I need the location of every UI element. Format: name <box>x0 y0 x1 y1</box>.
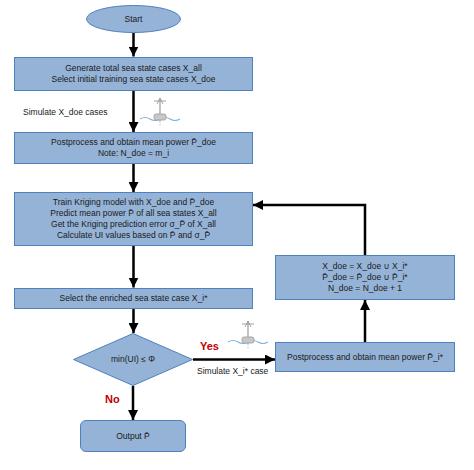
wave-energy-device-icon <box>228 321 268 349</box>
node-text: X_doe = X_doe ∪ X_i* <box>322 261 407 272</box>
process-box: Train Kriging model with X_doe and P̄_do… <box>14 192 253 246</box>
flow-arrow <box>193 358 275 361</box>
flow-arrow <box>132 309 135 334</box>
flow-arrow <box>132 386 135 420</box>
text-group: Select the enriched sea state case X_i* <box>60 293 208 304</box>
node-text: min(UI) ≤ Φ <box>111 354 155 365</box>
output-box: Output P̄ <box>80 420 186 452</box>
update-box: X_doe = X_doe ∪ X_i*P̄_doe = P̄_doe ∪ P̄… <box>275 255 455 300</box>
edge-label: Simulate X_doe cases <box>22 107 109 118</box>
flow-arrow <box>132 33 135 57</box>
text-group: Train Kriging model with X_doe and P̄_do… <box>50 197 216 241</box>
node-text: P̄_doe = P̄_doe ∪ P̄_i* <box>322 272 407 283</box>
wave-energy-device-icon <box>140 98 180 126</box>
node-text: Output P̄ <box>116 431 150 442</box>
terminal-ellipse <box>87 6 181 33</box>
flow-arrow <box>132 91 135 133</box>
node-text: Get the Kriging prediction error σ_P̄ of… <box>50 219 216 230</box>
text-group: Output P̄ <box>116 431 150 442</box>
node-text: Postprocess and obtain mean power P̄_doe <box>51 137 216 148</box>
branch-label: Yes <box>199 340 220 353</box>
node-text: Generate total sea state cases X_all <box>52 63 216 74</box>
text-group: Start <box>125 14 143 25</box>
node-text: Select initial training sea state cases … <box>52 74 216 85</box>
flow-arrow <box>364 300 367 342</box>
flow-arrow <box>253 205 365 255</box>
decision-diamond: min(UI) ≤ Φ <box>73 333 193 386</box>
start-terminal: Start <box>86 5 181 33</box>
node-text: Start <box>125 14 143 25</box>
process-box: Postprocess and obtain mean power P̄_i* <box>275 342 455 372</box>
text-group: min(UI) ≤ Φ <box>111 354 155 365</box>
text-group: Generate total sea state cases X_allSele… <box>52 63 216 85</box>
text-group: Postprocess and obtain mean power P̄_i* <box>287 352 443 363</box>
annotation-label: Simulate X_i* case <box>196 366 269 377</box>
flow-arrow <box>132 246 135 288</box>
node-text: Postprocess and obtain mean power P̄_i* <box>287 352 443 363</box>
flow-arrow <box>132 164 135 192</box>
decision-diamond <box>74 334 193 386</box>
node-text: Train Kriging model with X_doe and P̄_do… <box>50 197 216 208</box>
node-text: Note: N_doe = m_i <box>51 148 216 159</box>
text-group: X_doe = X_doe ∪ X_i*P̄_doe = P̄_doe ∪ P̄… <box>322 261 407 294</box>
process-box: Select the enriched sea state case X_i* <box>14 288 253 309</box>
text-group: Postprocess and obtain mean power P̄_doe… <box>51 137 216 159</box>
node-text: Calculate UI values based on P̄ and σ_P̄ <box>50 230 216 241</box>
node-text: Predict mean power P̄ of all sea states … <box>50 208 216 219</box>
process-box: Generate total sea state cases X_allSele… <box>14 57 253 91</box>
node-text: N_doe = N_doe + 1 <box>322 283 407 294</box>
process-box: Postprocess and obtain mean power P̄_doe… <box>14 132 253 164</box>
node-text: Select the enriched sea state case X_i* <box>60 293 208 304</box>
branch-label: No <box>104 393 121 406</box>
